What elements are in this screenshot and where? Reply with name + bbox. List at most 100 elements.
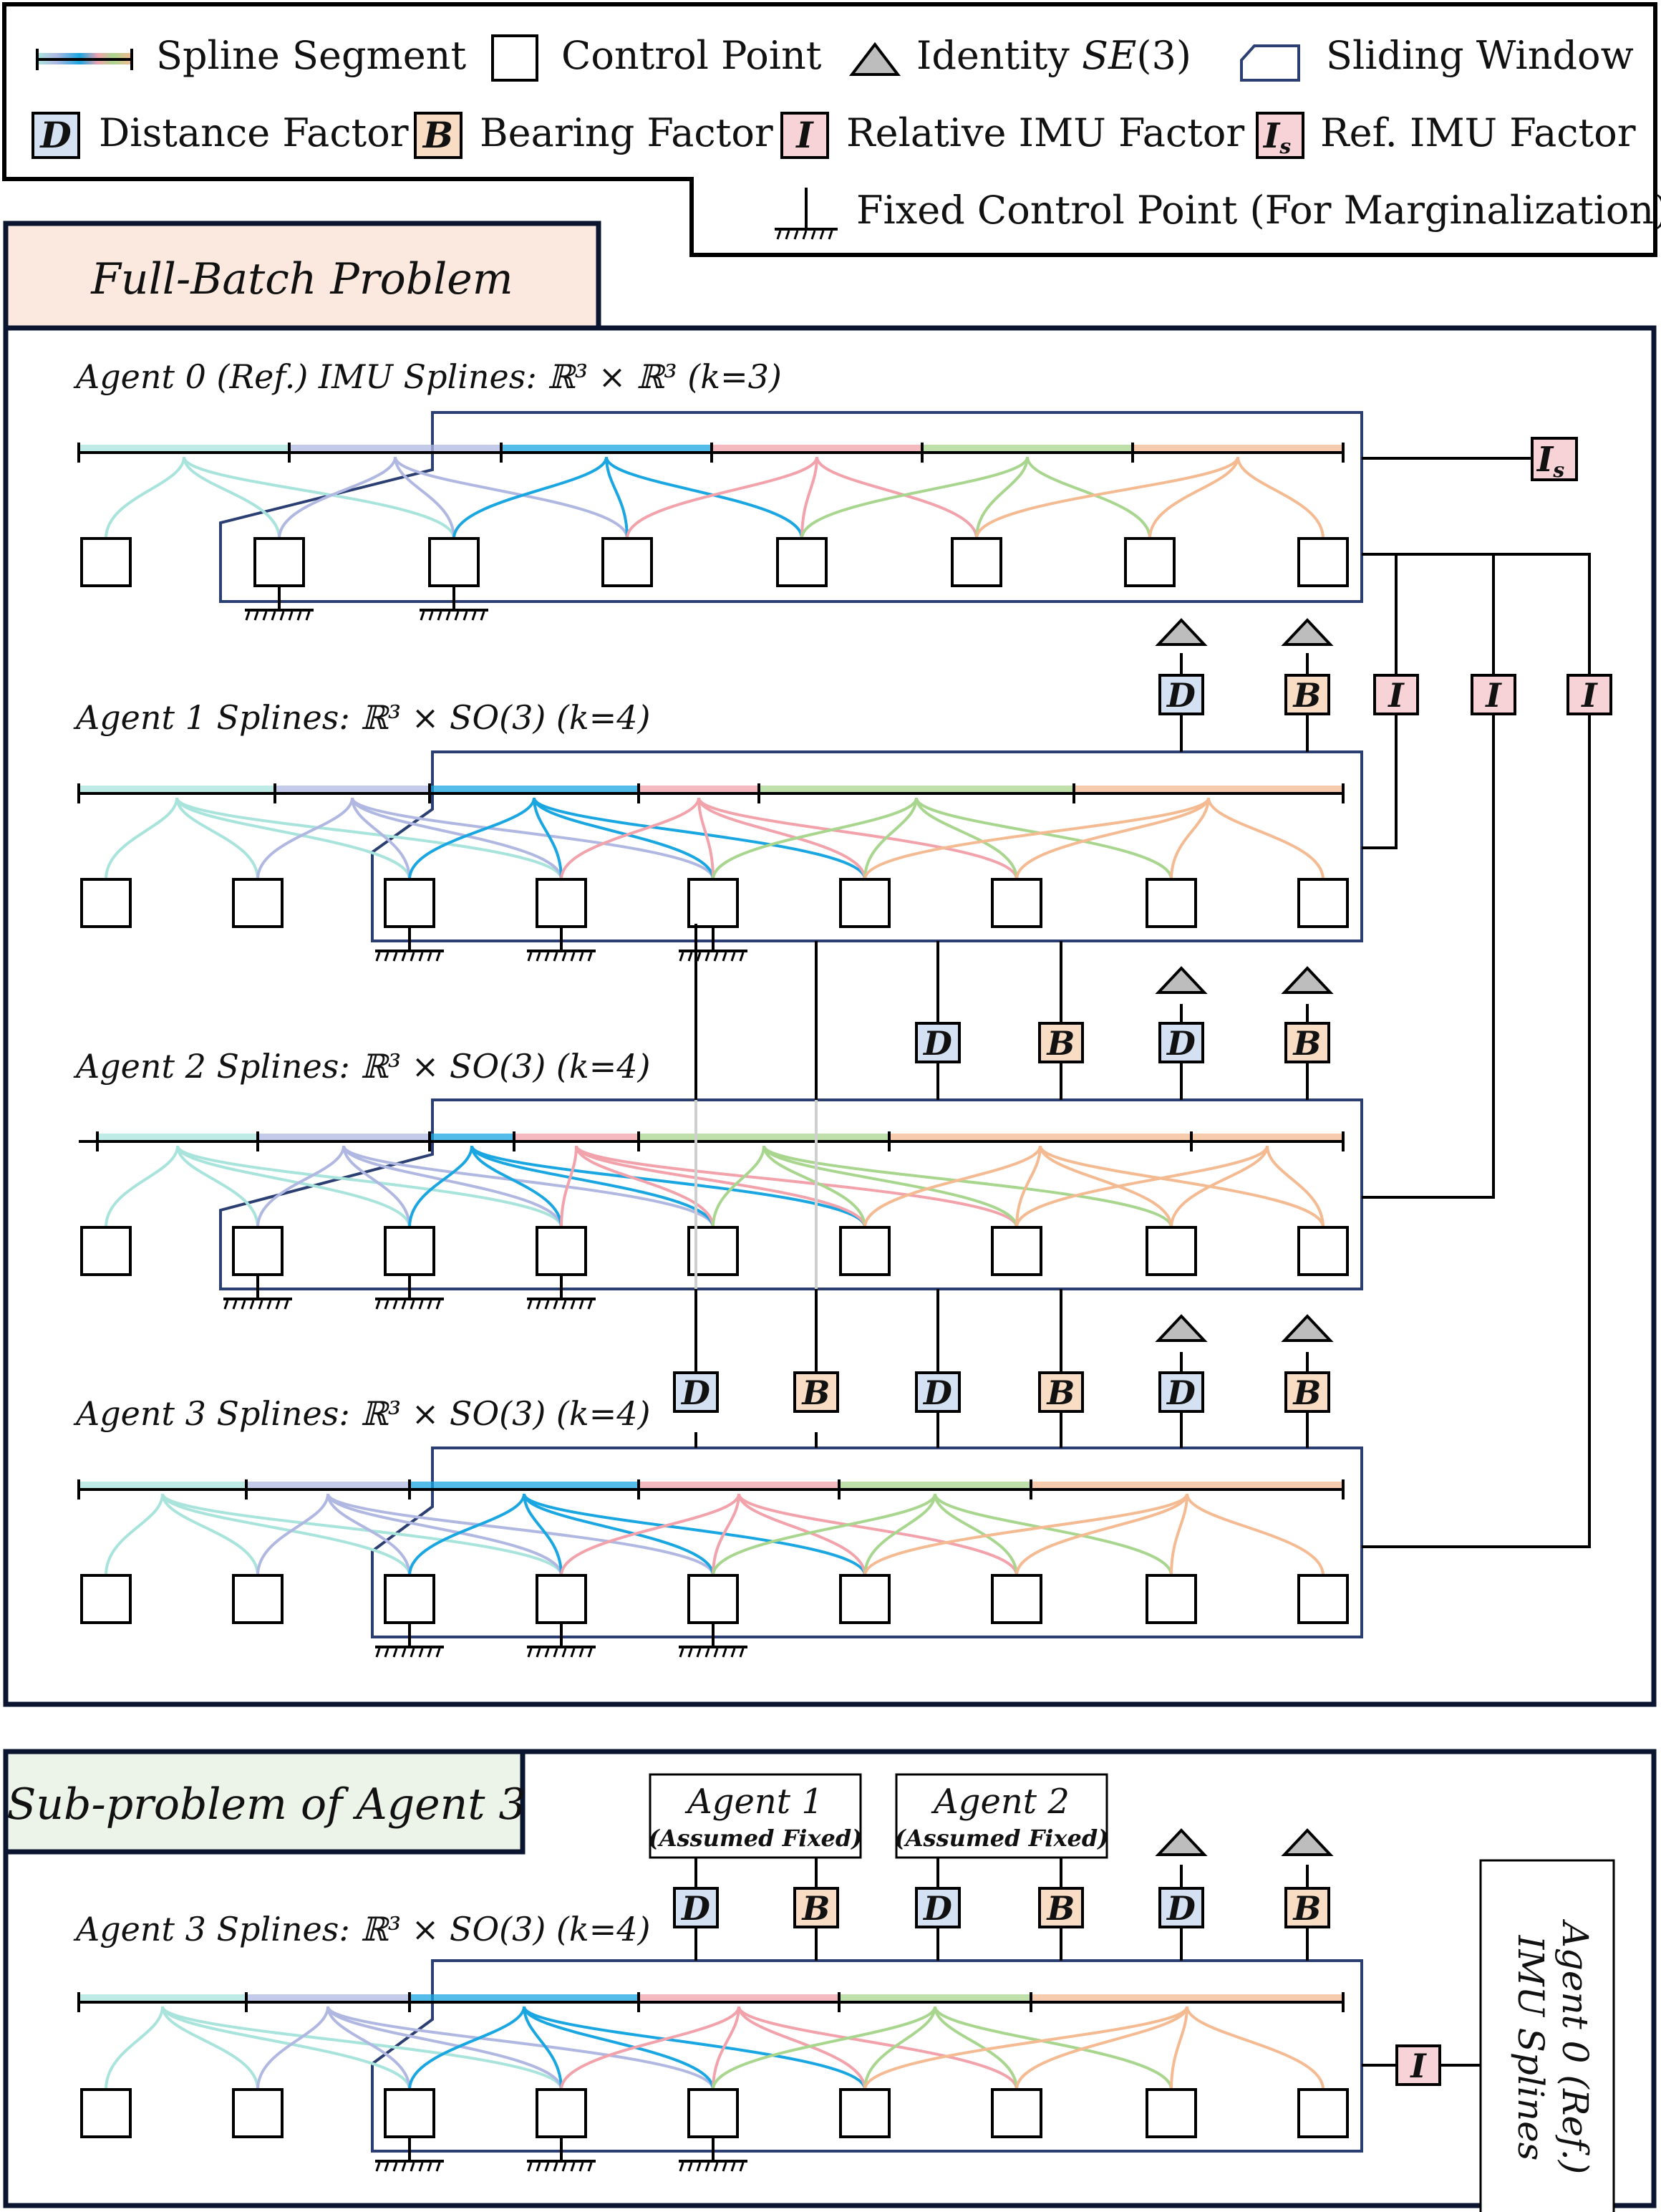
- relative-imu-factor: I: [1395, 2044, 1441, 2086]
- control-point: [232, 1226, 284, 1276]
- identity-triangle-icon: [1155, 1828, 1208, 1856]
- influence-curve: [1170, 797, 1210, 880]
- bearing-factor: B: [1284, 1371, 1330, 1413]
- bearing-factor: B: [1284, 1887, 1330, 1928]
- control-point-icon: [491, 34, 538, 82]
- sub-connectors: [694, 1858, 1481, 2067]
- influence-curve: [523, 2006, 563, 2090]
- svg-text:D: D: [922, 1373, 952, 1412]
- svg-text:I: I: [1409, 2047, 1427, 2085]
- influence-curve: [626, 456, 818, 539]
- control-point: [1297, 537, 1349, 587]
- svg-text:B: B: [801, 1889, 830, 1928]
- sub-agent-3-sliding-window: [371, 1959, 1363, 2153]
- influence-curve: [934, 1493, 1018, 1576]
- control-point: [253, 537, 305, 587]
- influence-curve: [1186, 1493, 1325, 1576]
- influence-curve: [408, 2006, 526, 2090]
- influence-curve: [575, 1145, 1018, 1228]
- control-point: [1146, 1574, 1197, 1624]
- control-point: [232, 2088, 284, 2138]
- ground-icon: [375, 1623, 444, 1658]
- influence-curve: [256, 1145, 345, 1228]
- ground-icon: [420, 586, 488, 621]
- influence-curve: [523, 1493, 866, 1576]
- agent-1-label: Agent 1 Splines: ℝ³ × SO(3) (k=4): [73, 698, 651, 737]
- influence-curve: [737, 2006, 866, 2090]
- influence-curve: [605, 456, 629, 539]
- influence-curve: [326, 1493, 563, 1576]
- influence-curve: [1039, 1145, 1325, 1228]
- legend-identity-label: Identity SE(3): [916, 33, 1191, 78]
- control-point: [232, 1574, 284, 1624]
- influence-curve: [934, 2006, 1018, 2090]
- svg-text:D: D: [1166, 676, 1196, 715]
- influence-curve: [161, 1493, 411, 1576]
- control-point: [1297, 2088, 1349, 2138]
- influence-curve: [560, 1493, 740, 1576]
- influence-curve: [351, 797, 411, 880]
- distance-factor: D: [915, 1887, 961, 1928]
- svg-text:D: D: [922, 1889, 952, 1928]
- control-point: [80, 1226, 132, 1276]
- influence-curve: [470, 1145, 715, 1228]
- influence-curve: [575, 1145, 866, 1228]
- control-point: [232, 878, 284, 928]
- svg-text:I: I: [1580, 676, 1598, 715]
- influence-curve: [176, 1145, 563, 1228]
- ground-icon: [375, 1275, 444, 1310]
- svg-text:B: B: [1292, 1889, 1322, 1928]
- svg-text:B: B: [1046, 1889, 1075, 1928]
- influence-curve: [737, 1493, 1018, 1576]
- influence-curve: [1148, 456, 1239, 539]
- influence-curve: [712, 1493, 740, 1576]
- agent-0-spline: [77, 411, 1363, 621]
- influence-curve: [1170, 1493, 1188, 1576]
- ground-icon: [527, 1275, 596, 1310]
- influence-curve: [712, 797, 918, 880]
- agent-2-assumed-fixed-box: Agent 2 (Assumed Fixed): [895, 1773, 1108, 1859]
- distance-factor: D: [1158, 674, 1204, 715]
- identity-triangle-icon: [1155, 966, 1208, 994]
- svg-text:(Assumed Fixed): (Assumed Fixed): [649, 1825, 863, 1852]
- svg-text:B: B: [1292, 676, 1322, 715]
- legend-frame: [2, 2, 1657, 257]
- control-point: [951, 537, 1002, 587]
- sliding-window-icon: [1240, 44, 1300, 82]
- svg-text:D: D: [39, 114, 71, 156]
- influence-curve: [533, 797, 563, 880]
- influence-curve: [560, 2006, 740, 2090]
- svg-text:D: D: [680, 1889, 710, 1928]
- ref-imu-factor-icon: [1256, 112, 1304, 159]
- relative-imu-factor: I: [1566, 674, 1612, 715]
- ground-icon: [375, 927, 444, 962]
- control-point: [80, 2088, 132, 2138]
- svg-text:B: B: [422, 114, 453, 156]
- legend-ref-imu-factor-label: Ref. IMU Factor: [1320, 110, 1636, 155]
- control-point: [80, 1574, 132, 1624]
- legend-distance-factor: D Distance Factor: [32, 110, 409, 159]
- svg-text:IMU Splines: IMU Splines: [1510, 1935, 1551, 2161]
- influence-curve: [523, 2006, 715, 2090]
- influence-curve: [523, 1493, 563, 1576]
- sub-problem-title: Sub-problem of Agent 3: [6, 1779, 526, 1830]
- influence-curve: [161, 2006, 259, 2090]
- control-point: [1146, 878, 1197, 928]
- full-batch-title: Full-Batch Problem: [90, 254, 513, 304]
- influence-curve: [863, 1145, 1042, 1228]
- control-point: [687, 2088, 739, 2138]
- agent-1-sliding-window: [371, 750, 1363, 942]
- influence-curve: [1170, 1145, 1269, 1228]
- agent-3-spline: [77, 1447, 1363, 1658]
- influence-curve: [800, 456, 1029, 539]
- control-point: [536, 1226, 587, 1276]
- agent-1-spline: [77, 750, 1363, 962]
- influence-curve: [1170, 2006, 1188, 2090]
- influence-curve: [762, 1145, 1018, 1228]
- influence-curve: [863, 797, 1210, 880]
- influence-curve: [815, 456, 978, 539]
- full-batch-panel: Full-Batch Problem Agent 0 (Ref.) IMU Sp…: [3, 221, 1657, 1707]
- control-point: [991, 878, 1042, 928]
- relative-imu-factor: I: [1471, 674, 1516, 715]
